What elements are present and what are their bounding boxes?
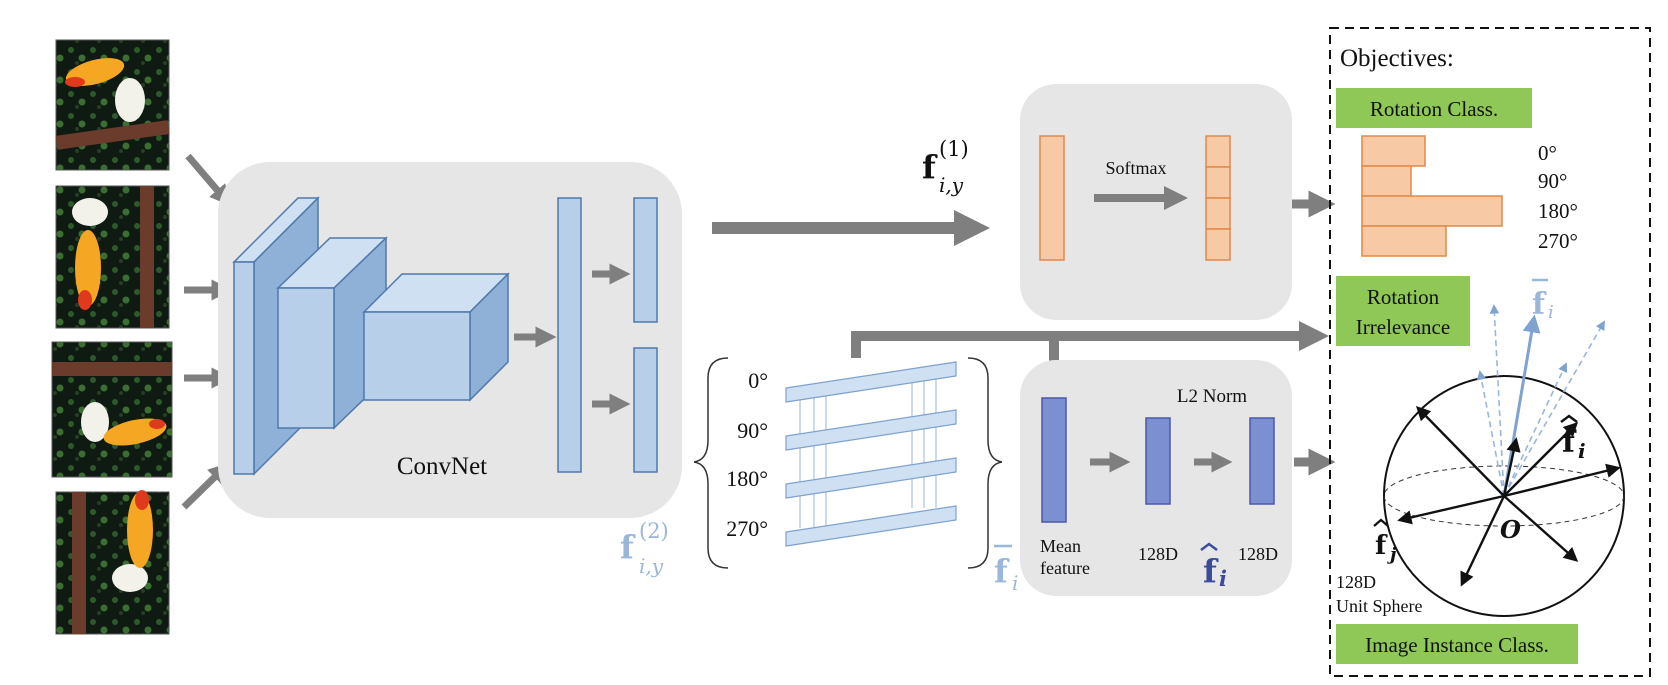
sphere-label-line1: 128D bbox=[1336, 572, 1376, 592]
fc-layer bbox=[557, 197, 582, 473]
l2-norm-label: L2 Norm bbox=[1177, 386, 1247, 407]
origin-label: O bbox=[1500, 515, 1521, 544]
convnet-panel: ConvNet bbox=[218, 162, 682, 518]
svg-text:i: i bbox=[1548, 302, 1554, 323]
svg-text:f: f bbox=[620, 528, 636, 566]
feature-f1-label: f (1) i,y bbox=[922, 137, 969, 197]
fbar-sphere-label: f i bbox=[1532, 278, 1554, 323]
rotation-label-90: 90° bbox=[737, 418, 768, 443]
angle-label-180: 180° bbox=[1538, 199, 1578, 223]
rotation-irrelevance-badge bbox=[1336, 276, 1470, 346]
fhat-i-sphere-label: f i bbox=[1560, 414, 1586, 463]
svg-text:f: f bbox=[1203, 552, 1219, 590]
svg-text:i,y: i,y bbox=[939, 173, 964, 197]
toucan-image-0deg bbox=[55, 39, 170, 171]
mean-vector-arrow bbox=[1502, 314, 1541, 497]
angle-label-0: 0° bbox=[1538, 141, 1557, 165]
mean-feature-label-line2: feature bbox=[1040, 558, 1090, 578]
svg-text:j: j bbox=[1387, 544, 1397, 565]
feature-map-0 bbox=[785, 361, 957, 403]
svg-text:f: f bbox=[1532, 287, 1547, 322]
rotation-irrelevance-line2: Irrelevance bbox=[1356, 315, 1450, 339]
dim-label-1: 128D bbox=[1138, 544, 1178, 564]
mean-feature-vector bbox=[1041, 397, 1067, 523]
rotation-class-badge bbox=[1336, 88, 1532, 128]
rotation-prob-bar-0 bbox=[1361, 135, 1426, 167]
left-brace bbox=[693, 357, 729, 569]
svg-text:(1): (1) bbox=[939, 137, 969, 161]
image-instance-badge bbox=[1336, 624, 1578, 664]
sphere-label-line2: Unit Sphere bbox=[1336, 596, 1422, 616]
input-images bbox=[51, 39, 173, 635]
objectives-box: Objectives: Rotation Class. 0° 90° 180° … bbox=[1329, 27, 1651, 677]
probability-vector bbox=[1205, 135, 1231, 261]
l2-norm-panel: L2 Norm Mean feature 128D 128D f i bbox=[1020, 360, 1292, 596]
rotation-feature-stack: 0° 90° 180° 270° bbox=[693, 357, 1003, 569]
svg-text:(2): (2) bbox=[639, 519, 669, 543]
feature-map-270 bbox=[785, 505, 957, 547]
objectives-title: Objectives: bbox=[1340, 45, 1454, 72]
svg-text:i: i bbox=[1219, 566, 1227, 591]
rotation-label-180: 180° bbox=[726, 466, 768, 491]
conv-block-2 bbox=[276, 236, 388, 430]
convnet-label: ConvNet bbox=[397, 453, 487, 480]
softmax-panel: Softmax bbox=[1020, 84, 1292, 320]
rotation-irrelevance-line1: Rotation bbox=[1367, 285, 1440, 309]
input-arrows bbox=[181, 153, 233, 510]
projected-vector bbox=[1145, 417, 1171, 505]
rotation-prob-bar-2 bbox=[1361, 195, 1503, 227]
rotation-class-label: Rotation Class. bbox=[1370, 97, 1498, 121]
toucan-image-270deg bbox=[55, 490, 170, 635]
head-instance bbox=[633, 347, 658, 473]
svg-text:f: f bbox=[994, 552, 1010, 590]
rotation-label-270: 270° bbox=[726, 516, 768, 541]
angle-label-90: 90° bbox=[1538, 169, 1567, 193]
feature-fbar-label: f i bbox=[994, 544, 1018, 595]
mean-feature-label-line1: Mean bbox=[1040, 536, 1081, 556]
feature-map-180 bbox=[785, 457, 957, 499]
svg-text:f: f bbox=[1375, 531, 1388, 561]
angle-label-270: 270° bbox=[1538, 229, 1578, 253]
logits-vector bbox=[1039, 135, 1065, 261]
svg-text:i: i bbox=[1578, 439, 1586, 463]
svg-text:i,y: i,y bbox=[639, 554, 664, 578]
fhat-label: f i bbox=[1200, 542, 1227, 591]
softmax-label: Softmax bbox=[1106, 158, 1167, 178]
unit-sphere: O f i f j f i bbox=[1373, 278, 1625, 617]
feature-f2-label: f (2) i,y bbox=[620, 519, 669, 578]
rotation-label-0: 0° bbox=[748, 368, 768, 393]
toucan-image-90deg bbox=[55, 185, 170, 329]
instance-vectors bbox=[1397, 405, 1621, 587]
svg-text:f: f bbox=[1562, 425, 1577, 460]
normalized-vector bbox=[1249, 417, 1275, 505]
head-rotation bbox=[633, 197, 658, 323]
feature-map-90 bbox=[785, 409, 957, 451]
conv-block-3 bbox=[362, 272, 510, 402]
toucan-image-180deg bbox=[51, 341, 173, 478]
rotation-prob-bar-1 bbox=[1361, 165, 1412, 197]
image-instance-label: Image Instance Class. bbox=[1365, 633, 1549, 657]
rotation-prob-bar-3 bbox=[1361, 225, 1447, 257]
dim-label-2: 128D bbox=[1238, 544, 1278, 564]
right-brace bbox=[967, 357, 1003, 569]
rotation-probability-bars bbox=[1361, 135, 1503, 257]
fhat-j-sphere-label: f j bbox=[1373, 518, 1397, 565]
svg-text:i: i bbox=[1012, 571, 1018, 595]
svg-text:f: f bbox=[922, 148, 938, 186]
rotated-feature-vectors bbox=[1476, 304, 1605, 497]
